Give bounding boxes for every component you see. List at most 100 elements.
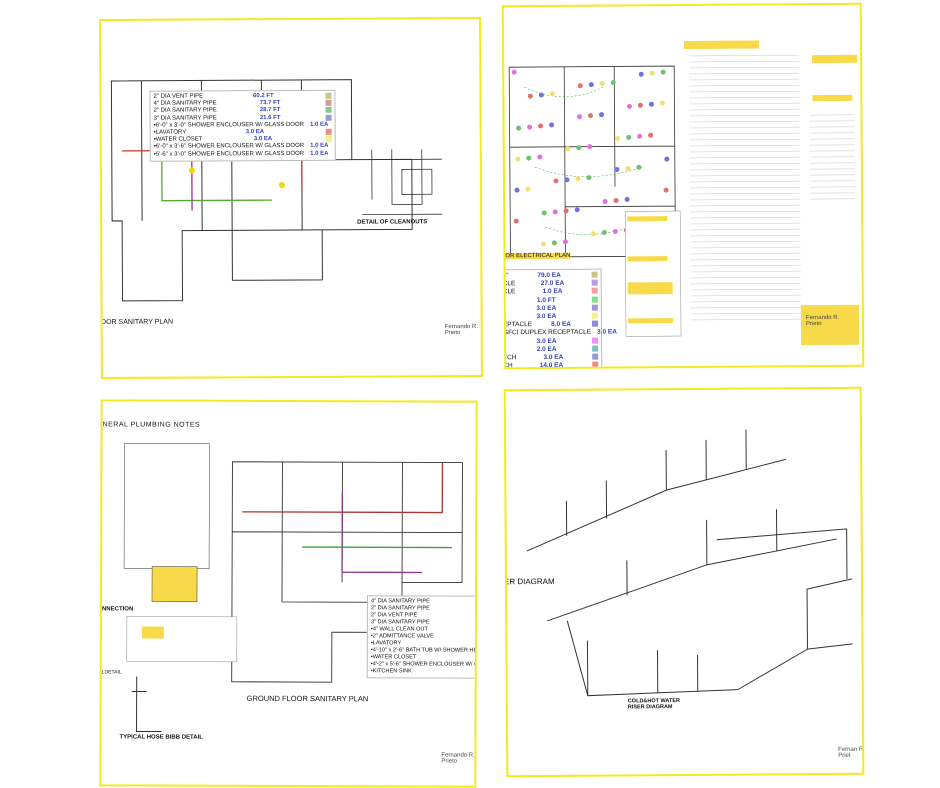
legend-swatch: [591, 320, 598, 327]
legend-value: 3.0 EA: [536, 337, 557, 345]
sheet-title: GROUND FLOOR SANITARY PLAN: [246, 693, 369, 704]
legend-swatch: [325, 136, 332, 143]
fixture-symbol: [562, 239, 568, 245]
legend-swatch: [592, 345, 599, 352]
fixture-symbol: [549, 91, 555, 97]
fixture-symbol: [636, 164, 642, 170]
notes-title: NERAL PLUMBING NOTES: [102, 421, 201, 429]
note-line: [689, 72, 800, 75]
fixture-symbol: [624, 196, 630, 202]
note-line: [689, 102, 800, 105]
legend-value: 1.0 EA: [310, 150, 329, 157]
note-line: [689, 90, 800, 93]
note-line: [690, 276, 801, 279]
fixture-symbol: [525, 186, 531, 192]
note-line: [689, 108, 800, 111]
note-line: [690, 282, 801, 285]
fixture-symbol: [511, 69, 517, 75]
legend-label: •5'-6" x 3'-0" SHOWER ENCLOUSER W/ GLASS…: [153, 150, 305, 158]
fixture-symbol: [614, 166, 620, 172]
note-line: [690, 234, 801, 237]
fixture-symbol: [637, 102, 643, 108]
fixture-symbol: [513, 218, 519, 224]
note-line: [689, 96, 800, 99]
note-line: [690, 318, 801, 321]
fixture-symbol: [576, 145, 582, 151]
fixture-symbol: [588, 82, 594, 88]
note-line: [690, 264, 801, 267]
legend-swatch: [591, 279, 598, 286]
legend-swatch: [592, 361, 599, 368]
note-line: [690, 258, 801, 261]
fixture-symbol: [552, 209, 558, 215]
legend-swatch: [591, 271, 598, 278]
fixture-symbol: [599, 81, 605, 87]
detail-title: DETAIL OF CLEANOUTS: [357, 219, 428, 226]
note-line: [689, 114, 800, 117]
note-line: [689, 78, 800, 81]
diagram-subtitle: COLD&HOT WATER RISER DIAGRAM: [627, 698, 681, 711]
legend-swatch: [325, 92, 332, 99]
fixture-symbol: [664, 156, 670, 162]
legend-swatch: [325, 128, 332, 135]
legend-swatch: [592, 353, 599, 360]
fixture-symbol: [626, 134, 632, 140]
fixture-symbol: [602, 199, 608, 205]
fixture-symbol: [515, 156, 521, 162]
fixture-symbol: [549, 122, 555, 128]
note-line: [689, 84, 800, 87]
legend-swatch: [591, 288, 598, 295]
legend-value: 27.0 EA: [540, 280, 565, 288]
note-line: [689, 156, 800, 159]
fixture-symbol: [613, 197, 619, 203]
legend-value: 1.0 FT: [536, 296, 556, 304]
note-line: [690, 246, 801, 249]
legend-value: 3.0 EA: [253, 136, 273, 143]
riser-diagram-sheet: ER DIAGRAM COLD&HOT WATER RISER DIAGRAM …: [503, 386, 865, 778]
note-line: [689, 168, 800, 171]
legend-swatch: [325, 114, 332, 121]
note-line: [690, 228, 801, 231]
note-line: [689, 162, 800, 165]
legend-value: 3.0 EA: [245, 129, 265, 136]
legend-value: 60.2 FT: [252, 93, 274, 100]
fixture-symbol: [638, 71, 644, 77]
note-line: [690, 192, 801, 195]
fixture-symbol: [527, 124, 533, 130]
note-line: [690, 300, 801, 303]
riser-diagram-drawing: [526, 429, 853, 697]
note-line: [690, 210, 801, 213]
legend-swatch: [325, 107, 332, 114]
fixture-symbol: [538, 123, 544, 129]
legend-label: GFCI DUPLEX RECEPTACLE: [502, 329, 592, 337]
fixture-symbol: [587, 144, 593, 150]
fixture-symbol: [541, 210, 547, 216]
legend-value: 1.0 EA: [542, 288, 563, 296]
fixture-symbol: [601, 230, 607, 236]
fixture-symbol: [660, 69, 666, 75]
legend-value: 1.0 EA: [309, 121, 329, 128]
fixture-symbol: [648, 101, 654, 107]
detail-left-label: LDETAIL: [101, 669, 122, 676]
fixture-symbol: [626, 103, 632, 109]
note-line: [690, 222, 801, 225]
legend-row: •KITCHEN SINK: [371, 668, 475, 675]
fixture-symbol: [565, 146, 571, 152]
note-line: [690, 294, 801, 297]
legend-swatch: [591, 304, 598, 311]
legend-value: 8.0 EA: [551, 321, 571, 329]
note-line: [689, 66, 800, 69]
electrical-plan-drawing: [508, 40, 860, 346]
legend-label: CH: [503, 362, 513, 370]
fixture-symbol: [574, 207, 580, 213]
note-line: [690, 240, 801, 243]
legend-label: •6'-0" x 3'-0" SHOWER ENCLOUSER W/ GLASS…: [153, 121, 304, 129]
legend-value: 28.7 FT: [259, 107, 281, 114]
fixture-symbol: [537, 154, 543, 160]
fixture-symbol: [514, 187, 520, 193]
fixture-symbol: [586, 175, 592, 181]
sheet-title: OR ELECTRICAL PLAN: [505, 252, 571, 260]
